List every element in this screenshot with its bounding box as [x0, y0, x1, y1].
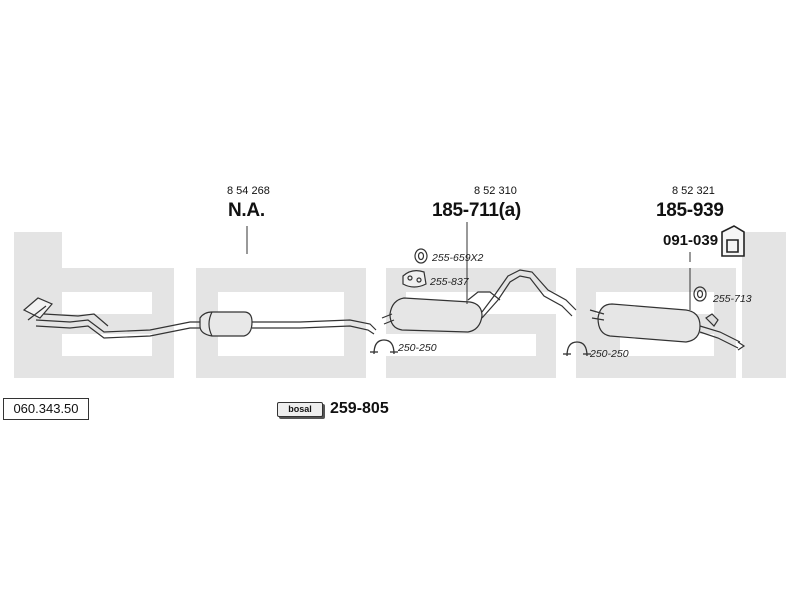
accessory-label: 250-250 — [590, 348, 629, 360]
oe-number: 8 54 268 — [227, 185, 270, 197]
middle-silencer — [381, 269, 577, 333]
reference-number: 060.343.50 — [3, 398, 89, 420]
accessory-label: 255-713 — [713, 293, 752, 305]
accessory-label: 255-837 — [430, 276, 469, 288]
accessory-label: 250-250 — [398, 342, 437, 354]
oe-number: 8 52 321 — [672, 185, 715, 197]
part-number: N.A. — [228, 200, 265, 221]
accessory-label: 255-659X2 — [432, 252, 484, 264]
rubber-ring-icon — [414, 248, 428, 264]
kit-part-number: 259-805 — [330, 400, 389, 417]
front-pipe — [22, 297, 200, 339]
bosal-kit-badge: bosal — [277, 402, 323, 417]
clamp-icon — [370, 339, 398, 355]
part-number: 185-711(a) — [432, 200, 521, 221]
rear-silencer — [589, 303, 746, 351]
leader-lines — [246, 222, 691, 310]
mount-part-number: 091-039 — [663, 232, 719, 249]
part-number: 185-939 — [656, 200, 724, 221]
hanger-icon — [402, 270, 427, 288]
center-silencer — [199, 311, 377, 337]
oe-number: 8 52 310 — [474, 185, 517, 197]
mount-bracket-icon — [721, 225, 745, 257]
rubber-ring-icon — [693, 286, 707, 302]
clamp-icon — [563, 341, 591, 357]
